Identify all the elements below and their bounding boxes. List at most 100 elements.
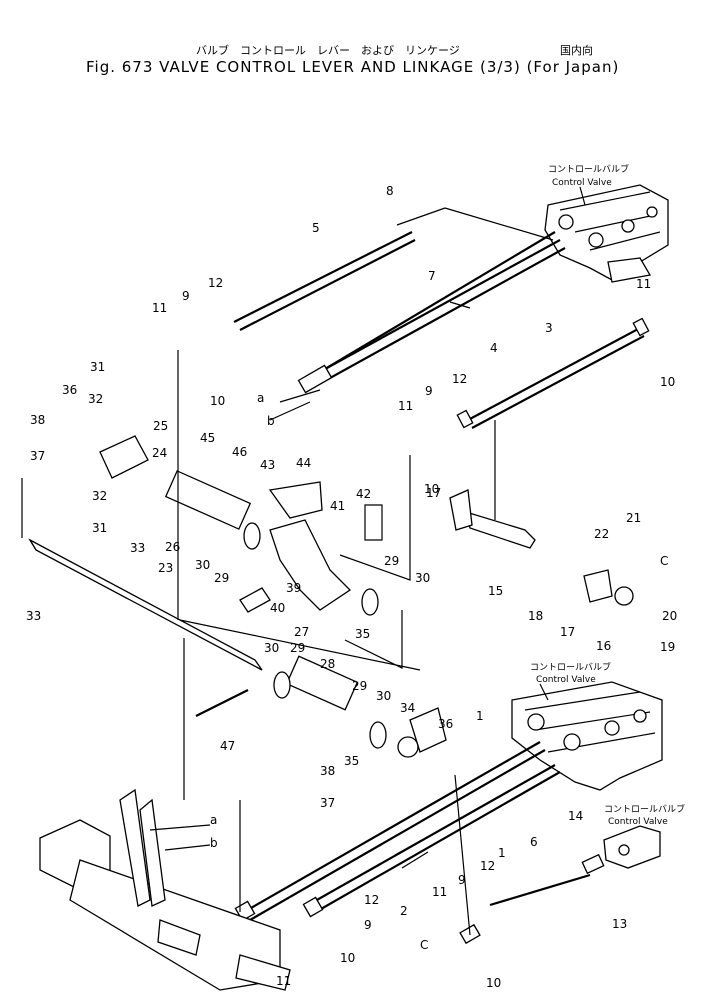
part-number: 2 [400, 904, 408, 918]
part-number: 10 [486, 976, 501, 990]
part-number: 32 [88, 392, 103, 406]
part-number: 41 [330, 499, 345, 513]
middle-shaft [28, 435, 634, 758]
part-number: 29 [352, 679, 367, 693]
part-number: 26 [165, 540, 180, 554]
part-number: 16 [596, 639, 611, 653]
part-number: 19 [660, 640, 675, 654]
part-number: 10 [424, 482, 439, 496]
part-number: 4 [490, 341, 498, 355]
part-number: 5 [312, 221, 320, 235]
part-number: 29 [214, 571, 229, 585]
upper-valve-label-en: Control Valve [552, 178, 612, 188]
part-number: 12 [480, 859, 495, 873]
part-number: 34 [400, 701, 415, 715]
part-number: 28 [320, 657, 335, 671]
part-number: 9 [364, 918, 372, 932]
part-number: 30 [415, 571, 430, 585]
upper-control-valve: コントロールバルブ Control Valve [544, 163, 669, 283]
part-number: 35 [355, 627, 370, 641]
connection-c: C [420, 938, 428, 952]
part-number: 17 [560, 625, 575, 639]
part-number: 37 [30, 449, 45, 463]
market-label: 国内向 [560, 44, 593, 57]
figure-title: Fig. 673 VALVE CONTROL LEVER AND LINKAGE… [86, 58, 620, 76]
part-number: 30 [195, 558, 210, 572]
connection-b: b [210, 836, 218, 850]
part-number: 21 [626, 511, 641, 525]
part-number: 1 [476, 709, 484, 723]
part-number: 45 [200, 431, 215, 445]
part-number: 29 [290, 641, 305, 655]
part-number: 12 [208, 276, 223, 290]
part-number: 3 [545, 321, 553, 335]
small-valve-label-jp: コントロールバルブ [604, 803, 685, 815]
part-number: 11 [276, 974, 291, 988]
connection-letters: a b a b C C [210, 391, 668, 952]
connection-b: b [267, 414, 275, 428]
part-number: 9 [425, 384, 433, 398]
japanese-title: バルブ コントロール レバー および リンケージ [196, 44, 460, 57]
part-number: 30 [264, 641, 279, 655]
part-number: 40 [270, 601, 285, 615]
part-number: 12 [452, 372, 467, 386]
lever-base [39, 788, 291, 991]
part-number: 24 [152, 446, 167, 460]
part-number: 23 [158, 561, 173, 575]
part-number: 22 [594, 527, 609, 541]
lower-control-valve: コントロールバルブ Control Valve [511, 661, 663, 791]
part-number: 43 [260, 458, 275, 472]
part-number: 7 [428, 269, 436, 283]
part-labels: 8 5 7 12 9 11 11 4 3 10 31 10 36 32 25 3… [26, 184, 677, 990]
part-number: 14 [568, 809, 583, 823]
part-number: 11 [398, 399, 413, 413]
lower-valve-label-jp: コントロールバルブ [530, 661, 611, 673]
part-number: 32 [92, 489, 107, 503]
upper-valve-label-jp: コントロールバルブ [548, 163, 629, 175]
part-number: 36 [438, 717, 453, 731]
part-number: 46 [232, 445, 247, 459]
part-number: 15 [488, 584, 503, 598]
part-number: 8 [386, 184, 394, 198]
part-number: 37 [320, 796, 335, 810]
part-number: 10 [660, 375, 675, 389]
part-number: 47 [220, 739, 235, 753]
part-number: 6 [530, 835, 538, 849]
connection-c: C [660, 554, 668, 568]
part-number: 38 [30, 413, 45, 427]
part-number: 9 [458, 873, 466, 887]
part-number: 44 [296, 456, 311, 470]
connection-a: a [257, 391, 264, 405]
part-number: 29 [384, 554, 399, 568]
part-number: 12 [364, 893, 379, 907]
small-valve-label-en: Control Valve [608, 817, 668, 827]
part-number: 33 [26, 609, 41, 623]
part-number: 1 [498, 846, 506, 860]
part-number: 11 [152, 301, 167, 315]
part-number: 13 [612, 917, 627, 931]
part-number: 18 [528, 609, 543, 623]
part-number: 20 [662, 609, 677, 623]
part-number: 17 [426, 486, 441, 500]
part-number: 33 [130, 541, 145, 555]
part-number: 25 [153, 419, 168, 433]
part-number: 31 [90, 360, 105, 374]
part-number: 39 [286, 581, 301, 595]
part-number: 31 [92, 521, 107, 535]
part-number: 36 [62, 383, 77, 397]
part-number: 11 [636, 277, 651, 291]
connection-a: a [210, 813, 217, 827]
upper-rods [233, 207, 650, 429]
part-number: 10 [340, 951, 355, 965]
figure-header: バルブ コントロール レバー および リンケージ 国内向 Fig. 673 VA… [0, 0, 713, 90]
part-number: 38 [320, 764, 335, 778]
part-number: 30 [376, 689, 391, 703]
part-number: 42 [356, 487, 371, 501]
part-number: 10 [210, 394, 225, 408]
part-number: 11 [432, 885, 447, 899]
part-number: 9 [182, 289, 190, 303]
part-number: 35 [344, 754, 359, 768]
part-number: 27 [294, 625, 309, 639]
leader-lines [21, 350, 496, 936]
